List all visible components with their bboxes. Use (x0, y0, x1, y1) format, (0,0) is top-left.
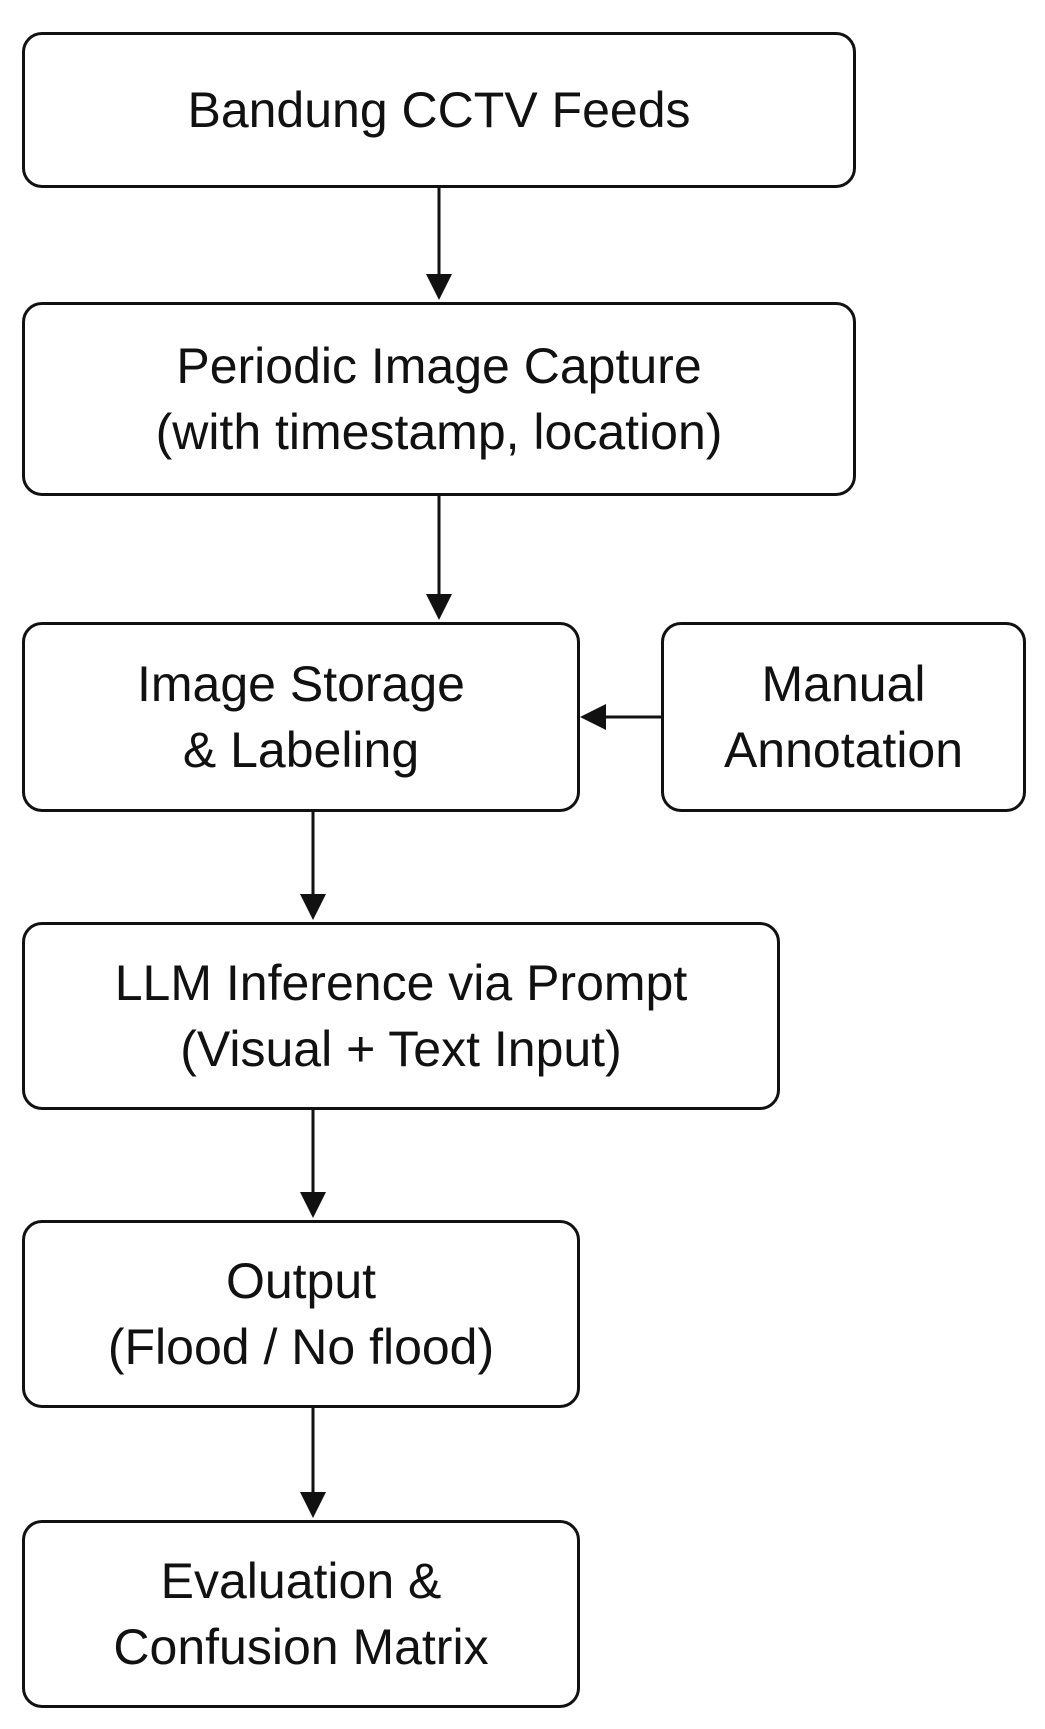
node-label: Manual (761, 656, 926, 712)
node-sublabel: Annotation (723, 722, 964, 778)
node-label: Periodic Image Capture (176, 338, 702, 394)
arrowhead-cctv-to-capture (426, 274, 452, 300)
arrowhead-llm-to-output (300, 1192, 326, 1218)
node-label: LLM Inference via Prompt (114, 955, 688, 1011)
node-manual-annotation: Manual Annotation (661, 622, 1026, 812)
arrowhead-storage-to-llm (300, 894, 326, 920)
arrowhead-manual-to-storage (580, 704, 606, 730)
node-evaluation-confusion-matrix: Evaluation & Confusion Matrix (22, 1520, 580, 1708)
node-periodic-image-capture: Periodic Image Capture (with timestamp, … (22, 302, 856, 496)
node-image-storage-labeling: Image Storage & Labeling (22, 622, 580, 812)
node-sublabel: (with timestamp, location) (155, 404, 723, 460)
node-sublabel: Confusion Matrix (113, 1619, 489, 1675)
node-cctv-feeds: Bandung CCTV Feeds (22, 32, 856, 188)
node-label: Output (225, 1253, 377, 1309)
node-output: Output (Flood / No flood) (22, 1220, 580, 1408)
node-sublabel: (Flood / No flood) (107, 1319, 495, 1375)
node-sublabel: & Labeling (182, 722, 420, 778)
node-sublabel: (Visual + Text Input) (180, 1021, 622, 1077)
node-label: Evaluation & (160, 1553, 442, 1609)
arrowhead-capture-to-storage (426, 594, 452, 620)
arrowhead-output-to-evaluation (300, 1492, 326, 1518)
node-llm-inference: LLM Inference via Prompt (Visual + Text … (22, 922, 780, 1110)
node-label: Image Storage (137, 656, 465, 712)
node-label: Bandung CCTV Feeds (187, 82, 691, 138)
